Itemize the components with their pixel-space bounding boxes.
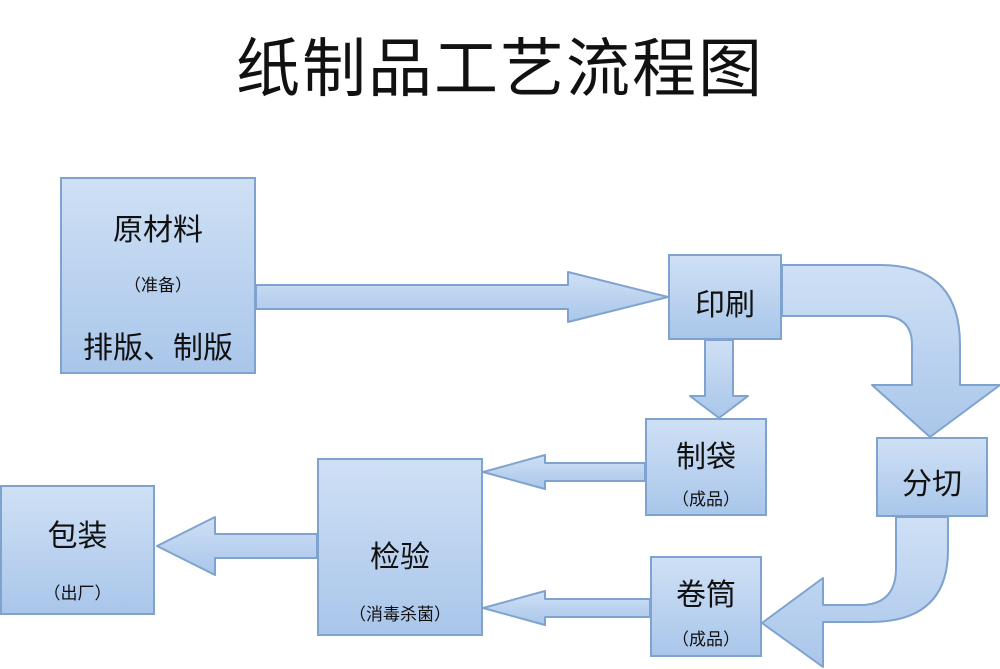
node-roll-sub: （成品） [672,630,740,650]
node-print: 印刷 [668,254,782,340]
node-roll-label: 卷筒 [676,578,736,613]
node-pack-label: 包装 [47,519,108,554]
node-raw-material: 原材料 （准备） 排版、制版 [60,177,256,374]
node-inspect-label: 检验 [370,540,430,575]
arrow-print-to-bag [689,339,749,419]
node-raw-material-label2: 排版、制版 [83,331,233,366]
node-bag-label: 制袋 [676,440,736,475]
node-pack-sub: （出厂） [43,584,112,604]
node-cut-label: 分切 [902,467,962,502]
node-bag-sub: （成品） [672,490,740,510]
node-pack: 包装 （出厂） [0,485,155,615]
node-bag: 制袋 （成品） [645,418,767,516]
arrow-bag-to-inspect [482,454,646,490]
arrow-cut-to-roll [761,516,949,668]
arrow-print-to-cut [781,264,1000,438]
node-cut: 分切 [876,437,988,517]
arrow-raw-to-print [255,271,669,323]
node-roll: 卷筒 （成品） [650,556,762,657]
node-inspect-sub: （消毒杀菌） [349,605,451,625]
node-raw-material-sub: （准备） [124,276,192,296]
node-inspect: 检验 （消毒杀菌） [317,458,483,636]
arrow-inspect-to-pack [156,516,318,576]
node-print-label: 印刷 [695,288,755,323]
page-title: 纸制品工艺流程图 [236,33,764,107]
node-raw-material-label: 原材料 [113,213,203,248]
arrow-roll-to-inspect [482,590,651,626]
